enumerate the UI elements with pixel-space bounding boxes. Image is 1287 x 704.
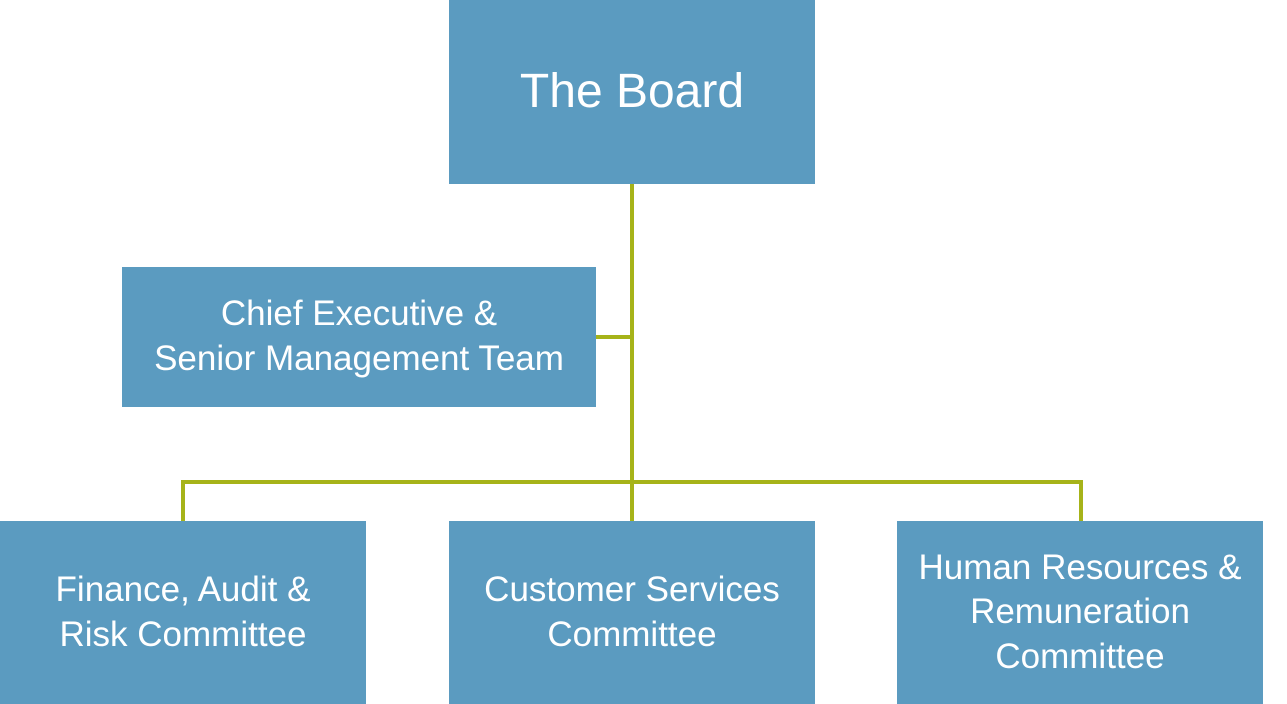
node-finance-committee: Finance, Audit & Risk Committee (0, 521, 366, 704)
node-label-chief-executive: Chief Executive & Senior Management Team (154, 294, 564, 378)
node-label-hr-committee: Human Resources & Remuneration Committee (918, 547, 1242, 676)
node-label-finance-committee: Finance, Audit & Risk Committee (55, 570, 311, 654)
node-label-the-board: The Board (519, 64, 745, 118)
node-hr-committee: Human Resources & Remuneration Committee (897, 521, 1263, 704)
node-label-customer-services-committee: Customer Services Committee (484, 570, 780, 654)
node-the-board: The Board (449, 0, 815, 184)
node-chief-executive: Chief Executive & Senior Management Team (122, 267, 596, 407)
node-customer-services-committee: Customer Services Committee (449, 521, 815, 704)
